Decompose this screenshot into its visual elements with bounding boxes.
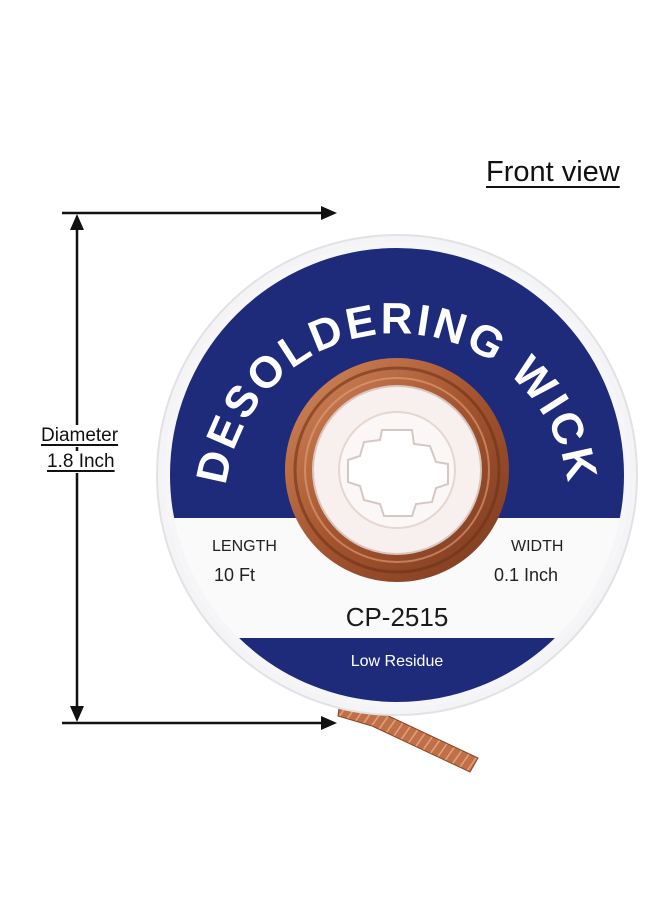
spool-hub (285, 358, 509, 582)
diameter-label: Diameter (39, 425, 121, 447)
diameter-value: 1.8 Inch (45, 451, 117, 473)
width-value: 0.1 Inch (494, 565, 558, 585)
length-value: 10 Ft (214, 565, 255, 585)
front-view-heading: Front view (486, 156, 620, 188)
tagline: Low Residue (351, 653, 444, 670)
model-number: CP-2515 (346, 602, 449, 632)
center-hole (347, 429, 449, 517)
arrowheads (70, 206, 337, 730)
length-label: LENGTH (212, 538, 277, 555)
width-label: WIDTH (511, 538, 563, 555)
